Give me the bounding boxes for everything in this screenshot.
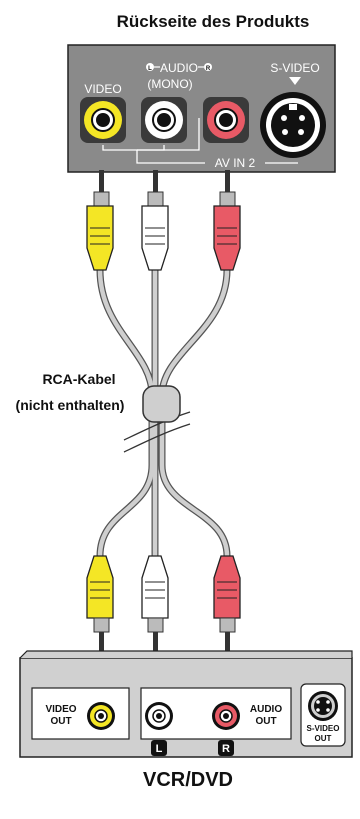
svideo-in-jack <box>260 92 326 158</box>
audio-left-out-jack <box>145 702 173 730</box>
rca-cable-assembly <box>86 170 241 654</box>
audio-out-line2: OUT <box>255 716 276 727</box>
left-marker-badge: L <box>151 740 167 756</box>
svideo-out-line1: S-VIDEO <box>307 724 340 733</box>
right-marker: R <box>222 743 230 755</box>
audio-left-top-plug <box>141 170 169 271</box>
cable-label-line1: RCA-Kabel <box>42 371 115 387</box>
video-out-box: VIDEO OUT <box>31 687 130 740</box>
audio-right-out-jack <box>212 702 240 730</box>
svideo-in-label: S-VIDEO <box>270 61 319 75</box>
audio-right-top-plug <box>213 170 241 271</box>
video-in-jack <box>80 97 126 143</box>
audio-right-bottom-plug <box>213 555 241 654</box>
bottom-title: VCR/DVD <box>143 769 233 791</box>
vcr-dvd-panel: VIDEO OUT AUDIO <box>19 650 353 758</box>
top-title: Rückseite des Produkts <box>117 12 310 31</box>
av-in-label: AV IN 2 <box>215 156 256 170</box>
cable-break-marks <box>123 411 191 453</box>
left-marker: L <box>156 743 163 755</box>
audio-out-line1: AUDIO <box>250 704 282 715</box>
audio-left-in-jack <box>141 97 187 143</box>
right-marker-badge: R <box>218 740 234 756</box>
audio-right-mark-icon <box>204 63 212 71</box>
audio-left-bottom-plug <box>141 555 169 654</box>
product-rear-panel: VIDEO L AUDIO R (MONO) S-VIDEO <box>67 44 336 173</box>
cable-clip <box>142 385 181 423</box>
audio-right-in-jack <box>203 97 249 143</box>
svideo-arrow-icon <box>289 77 301 85</box>
video-out-line2: OUT <box>50 716 71 727</box>
av-in-bracket <box>102 118 298 164</box>
audio-left-mark: L <box>148 66 152 72</box>
video-out-line1: VIDEO <box>45 704 76 715</box>
audio-right-mark: R <box>206 66 211 72</box>
audio-out-box: AUDIO OUT L R <box>140 687 292 756</box>
svideo-out-box: S-VIDEO OUT <box>300 683 346 747</box>
video-top-plug <box>86 170 114 271</box>
cable-label-line2: (nicht enthalten) <box>16 397 125 413</box>
video-bottom-plug <box>86 555 114 654</box>
audio-label: AUDIO <box>160 61 198 75</box>
svideo-out-jack <box>308 691 338 721</box>
audio-in-label: L AUDIO R <box>146 61 212 75</box>
video-in-label: VIDEO <box>84 82 121 96</box>
video-out-jack <box>87 702 115 730</box>
audio-left-mark-icon <box>146 63 154 71</box>
mono-label: (MONO) <box>147 77 192 91</box>
svideo-out-line2: OUT <box>315 734 332 743</box>
